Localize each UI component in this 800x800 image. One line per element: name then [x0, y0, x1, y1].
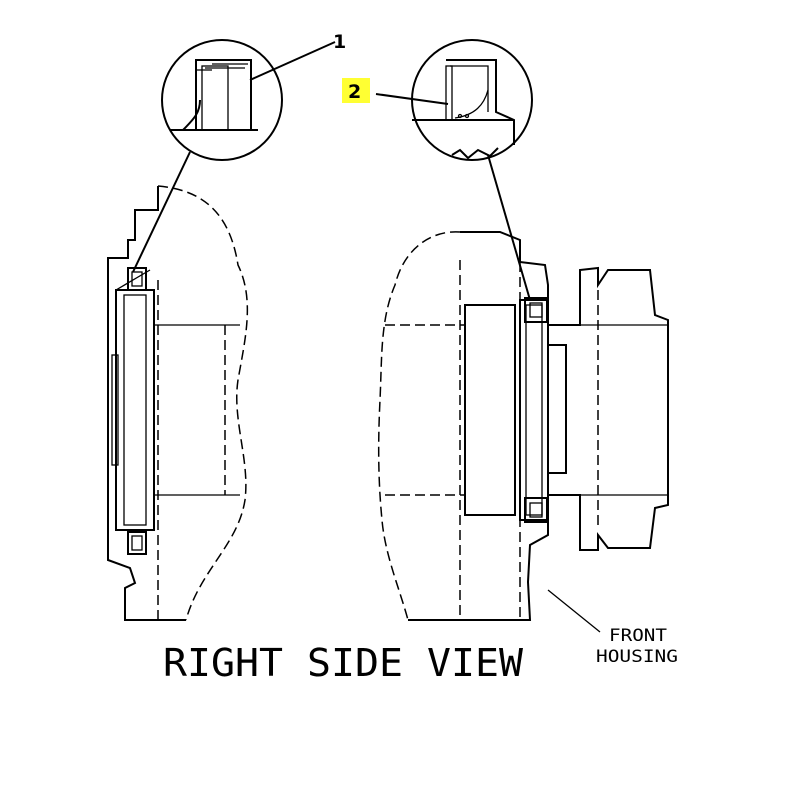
- detail-connector-right: [487, 154, 531, 301]
- detail-connector-left: [132, 151, 191, 273]
- left-detail-circle: [161, 39, 283, 161]
- callout-1-label: 1: [333, 31, 346, 53]
- leader-line-1: [249, 41, 336, 81]
- callout-2-label: 2: [348, 81, 361, 103]
- front-housing-label-line1: FRONT: [609, 626, 667, 646]
- callout-2-highlight: [342, 78, 370, 103]
- left-housing-view: [107, 185, 249, 621]
- view-caption: RIGHT SIDE VIEW: [163, 641, 523, 685]
- leader-line-2: [375, 93, 449, 105]
- front-housing-label-line2: HOUSING: [596, 647, 678, 667]
- right-housing-view: [377, 231, 669, 633]
- right-detail-circle: [411, 39, 533, 161]
